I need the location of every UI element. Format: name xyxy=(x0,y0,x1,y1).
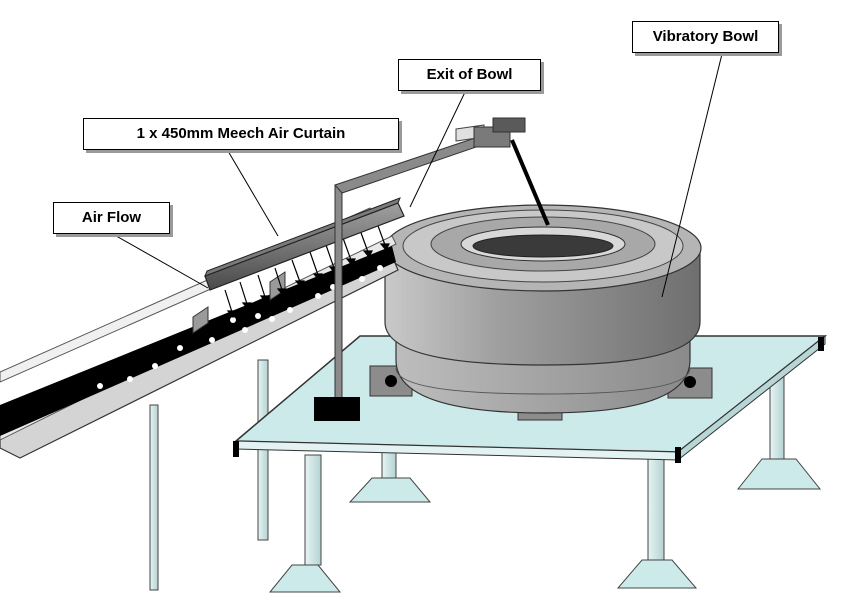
label-air-curtain: 1 x 450mm Meech Air Curtain xyxy=(83,118,399,150)
leader-lines xyxy=(110,53,723,298)
track-holes xyxy=(97,265,383,389)
label-vibratory-bowl: Vibratory Bowl xyxy=(632,21,779,53)
exit-stand xyxy=(314,117,550,421)
vibratory-bowl xyxy=(384,204,702,414)
label-exit-of-bowl: Exit of Bowl xyxy=(398,59,541,91)
air-curtain-bar xyxy=(204,197,405,291)
chute-supports xyxy=(149,359,269,591)
table-legs xyxy=(268,374,822,593)
label-air-flow: Air Flow xyxy=(53,202,170,234)
air-flow-arrows xyxy=(224,222,390,319)
